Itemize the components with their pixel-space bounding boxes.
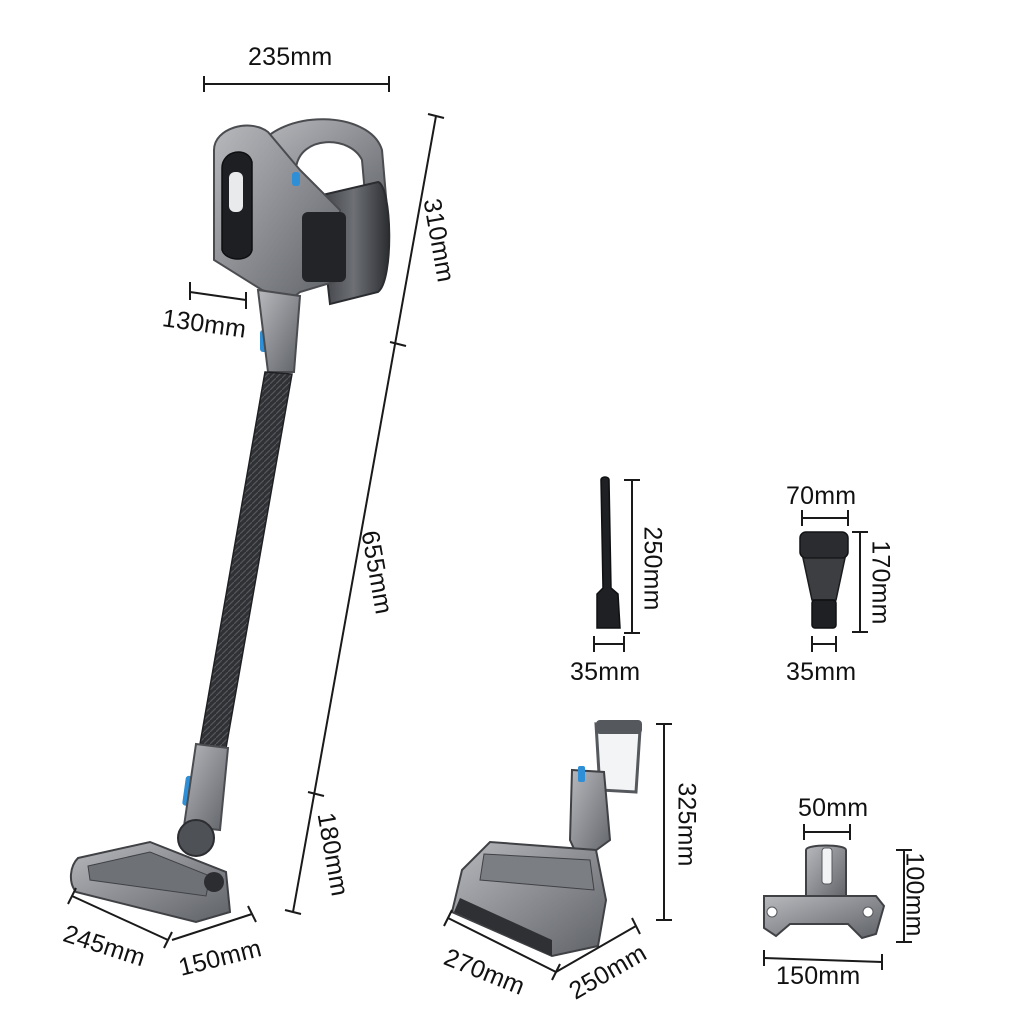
label-brush-width: 70mm — [786, 482, 857, 510]
mop-roller — [454, 898, 552, 956]
label-mount-slot-width: 50mm — [798, 794, 869, 822]
mop-tank-cap — [596, 720, 642, 734]
dim-mop-depth-tick-right — [631, 917, 641, 935]
label-crevice-diameter: 35mm — [570, 658, 641, 686]
brush-tool — [799, 531, 849, 629]
crevice-tool — [596, 476, 621, 629]
dim-floor-depth-tick-right — [247, 905, 257, 923]
dim-height-tick-body — [389, 341, 407, 347]
wall-mount — [763, 844, 886, 940]
dim-mop-width-line — [447, 917, 557, 973]
dim-height-line — [292, 115, 437, 913]
vacuum-handle — [254, 118, 390, 230]
dim-mop-depth-line — [555, 925, 637, 973]
dim-grip-line — [189, 291, 247, 301]
floor-head-pivot — [177, 819, 215, 857]
label-mop-height: 325mm — [672, 782, 701, 867]
dim-floor-depth-line — [171, 913, 253, 941]
dim-floor-width-tick-left — [67, 887, 77, 905]
wall-mount-dimension-lines — [763, 824, 912, 970]
mop-base-window — [479, 853, 595, 891]
dim-floor-width-tick-right — [163, 931, 173, 949]
label-crevice-length: 250mm — [638, 526, 667, 611]
wall-mount-slot — [821, 847, 833, 885]
floor-head-wheel — [204, 872, 224, 892]
vacuum-cyclone — [302, 212, 346, 282]
label-brush-diameter: 35mm — [786, 658, 857, 686]
crevice-tool-body — [596, 476, 621, 629]
wall-mount-base — [763, 895, 886, 940]
mop-head — [450, 720, 642, 958]
crevice-dimension-lines — [593, 479, 640, 652]
vacuum-lower-joint — [182, 742, 230, 832]
display-screen — [229, 172, 243, 212]
dim-mount-width-line — [763, 957, 883, 963]
wall-mount-hole-right — [862, 906, 874, 918]
label-mount-width: 150mm — [776, 962, 861, 990]
dim-height-tick-top — [427, 113, 445, 119]
brush-tool-head — [799, 531, 849, 559]
mop-dimension-lines — [443, 723, 672, 981]
dim-floor-width-line — [71, 895, 169, 941]
dim-height-tick-bottom — [284, 909, 302, 915]
label-mount-height: 100mm — [900, 852, 929, 937]
dim-height-tick-tube — [307, 791, 325, 797]
vacuum-tube — [199, 371, 293, 749]
dim-mop-width-tick-left — [443, 909, 453, 927]
stick-vacuum — [70, 118, 391, 924]
mop-blue-accent — [578, 766, 585, 782]
brush-tool-bristles — [802, 557, 846, 601]
main-dimension-lines — [67, 76, 445, 949]
brush-dimension-lines — [801, 510, 868, 652]
blue-accent-top — [292, 172, 300, 186]
wall-mount-hole-left — [766, 906, 778, 918]
brush-tool-neck — [811, 599, 837, 629]
vacuum-neck — [256, 288, 302, 373]
label-handle-width: 235mm — [248, 43, 333, 71]
label-brush-length: 170mm — [866, 540, 895, 625]
